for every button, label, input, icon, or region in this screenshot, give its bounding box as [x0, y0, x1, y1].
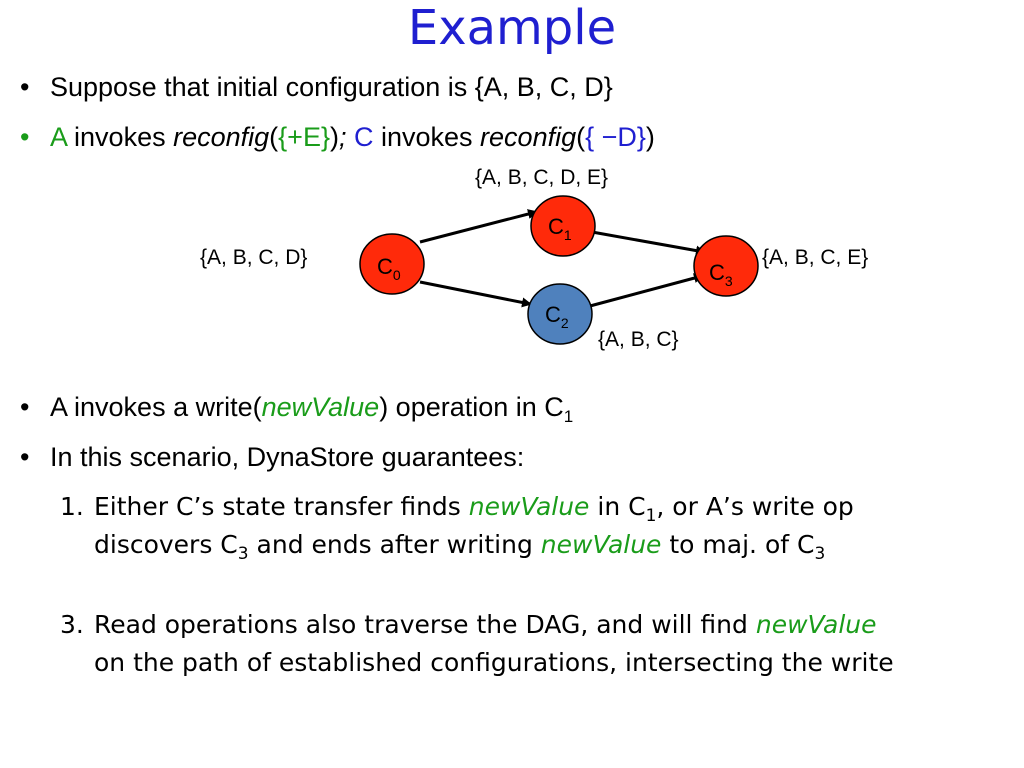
node-c3: C3: [693, 235, 759, 297]
svg-text:C0: C0: [377, 254, 401, 283]
node-c1: C1: [530, 195, 596, 257]
bullet-dot: •: [20, 72, 30, 102]
label-c1-config: {A, B, C, D, E}: [475, 166, 609, 189]
numbered-item-1: 1.Either C’s state transfer finds newVal…: [60, 492, 854, 564]
bullet-dot: •: [20, 442, 30, 472]
bullet-guarantees: •In this scenario, DynaStore guarantees:: [20, 442, 525, 472]
svg-text:C2: C2: [545, 302, 569, 331]
edge-c0-c1: [419, 209, 538, 244]
numbered-item-3: 3.Read operations also traverse the DAG,…: [60, 610, 894, 677]
bullet-write: •A invokes a write(newValue) operation i…: [20, 392, 574, 426]
label-c2-config: {A, B, C}: [598, 328, 679, 351]
numbered-item-3-line2: on the path of established configuration…: [94, 648, 894, 677]
edge-c2-c3: [589, 273, 704, 308]
bullet-dot: •: [20, 122, 30, 152]
edge-c0-c2: [419, 280, 532, 308]
svg-text:C1: C1: [548, 214, 572, 243]
node-c2: C2: [527, 283, 593, 345]
slide-title: Example: [407, 0, 617, 56]
svg-text:C3: C3: [709, 260, 733, 289]
node-c0: C0: [359, 233, 425, 295]
bullet-reconfig: •A invokes reconfig({+E}); C invokes rec…: [20, 122, 655, 152]
label-c3-config: {A, B, C, E}: [762, 246, 869, 269]
bullet-dot: •: [20, 392, 30, 422]
label-c0-config: {A, B, C, D}: [200, 246, 308, 269]
numbered-item-1-line2: discovers C3 and ends after writing newV…: [94, 530, 826, 564]
edge-c1-c3: [591, 230, 706, 256]
bullet-initial-config: •Suppose that initial configuration is {…: [20, 72, 613, 102]
